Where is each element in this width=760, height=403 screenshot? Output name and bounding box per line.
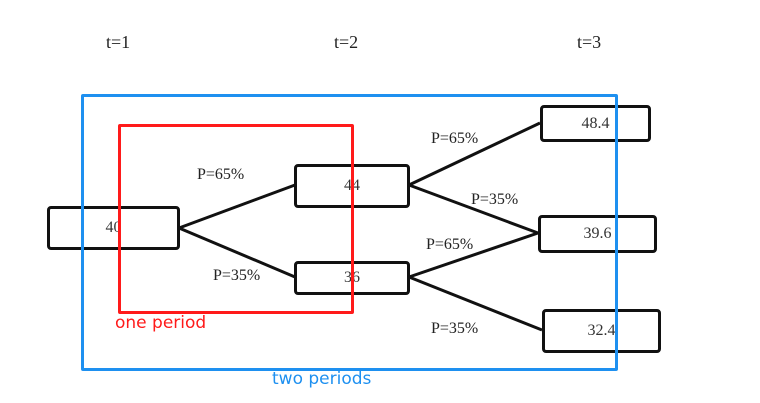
edge-down-downdown — [408, 275, 543, 332]
edge-up-upup — [408, 121, 541, 187]
node-t2-down: 36 — [294, 261, 410, 295]
edge-up-mid — [408, 183, 539, 235]
node-t3-mid: 39.6 — [538, 215, 657, 253]
edge-down-mid — [408, 231, 539, 279]
node-value: 44 — [344, 177, 360, 194]
node-value: 48.4 — [581, 114, 610, 132]
prob-label-down-up: P=65% — [426, 236, 474, 253]
time-label-t1: t=1 — [106, 32, 131, 52]
node-t3-upup: 48.4 — [540, 105, 651, 142]
prob-label-up-down: P=35% — [471, 191, 519, 208]
edge-root-up — [178, 183, 296, 230]
two-periods-caption: two periods — [272, 369, 372, 389]
prob-label-root-up: P=65% — [197, 166, 245, 183]
node-value: 32.4 — [587, 322, 616, 339]
node-t2-up: 44 — [294, 164, 410, 208]
prob-label-up-up: P=65% — [431, 130, 479, 147]
node-value: 36 — [344, 269, 360, 286]
time-label-t3: t=3 — [577, 32, 602, 52]
prob-label-down-down: P=35% — [431, 320, 479, 337]
one-period-caption: one period — [115, 313, 207, 333]
time-label-t2: t=2 — [334, 32, 359, 52]
node-t1-root: 40 — [47, 206, 180, 250]
node-value: 39.6 — [583, 225, 612, 242]
node-t3-downdown: 32.4 — [542, 309, 661, 353]
prob-label-root-down: P=35% — [213, 267, 261, 284]
node-value: 40 — [105, 219, 122, 236]
edge-root-down — [178, 226, 296, 279]
